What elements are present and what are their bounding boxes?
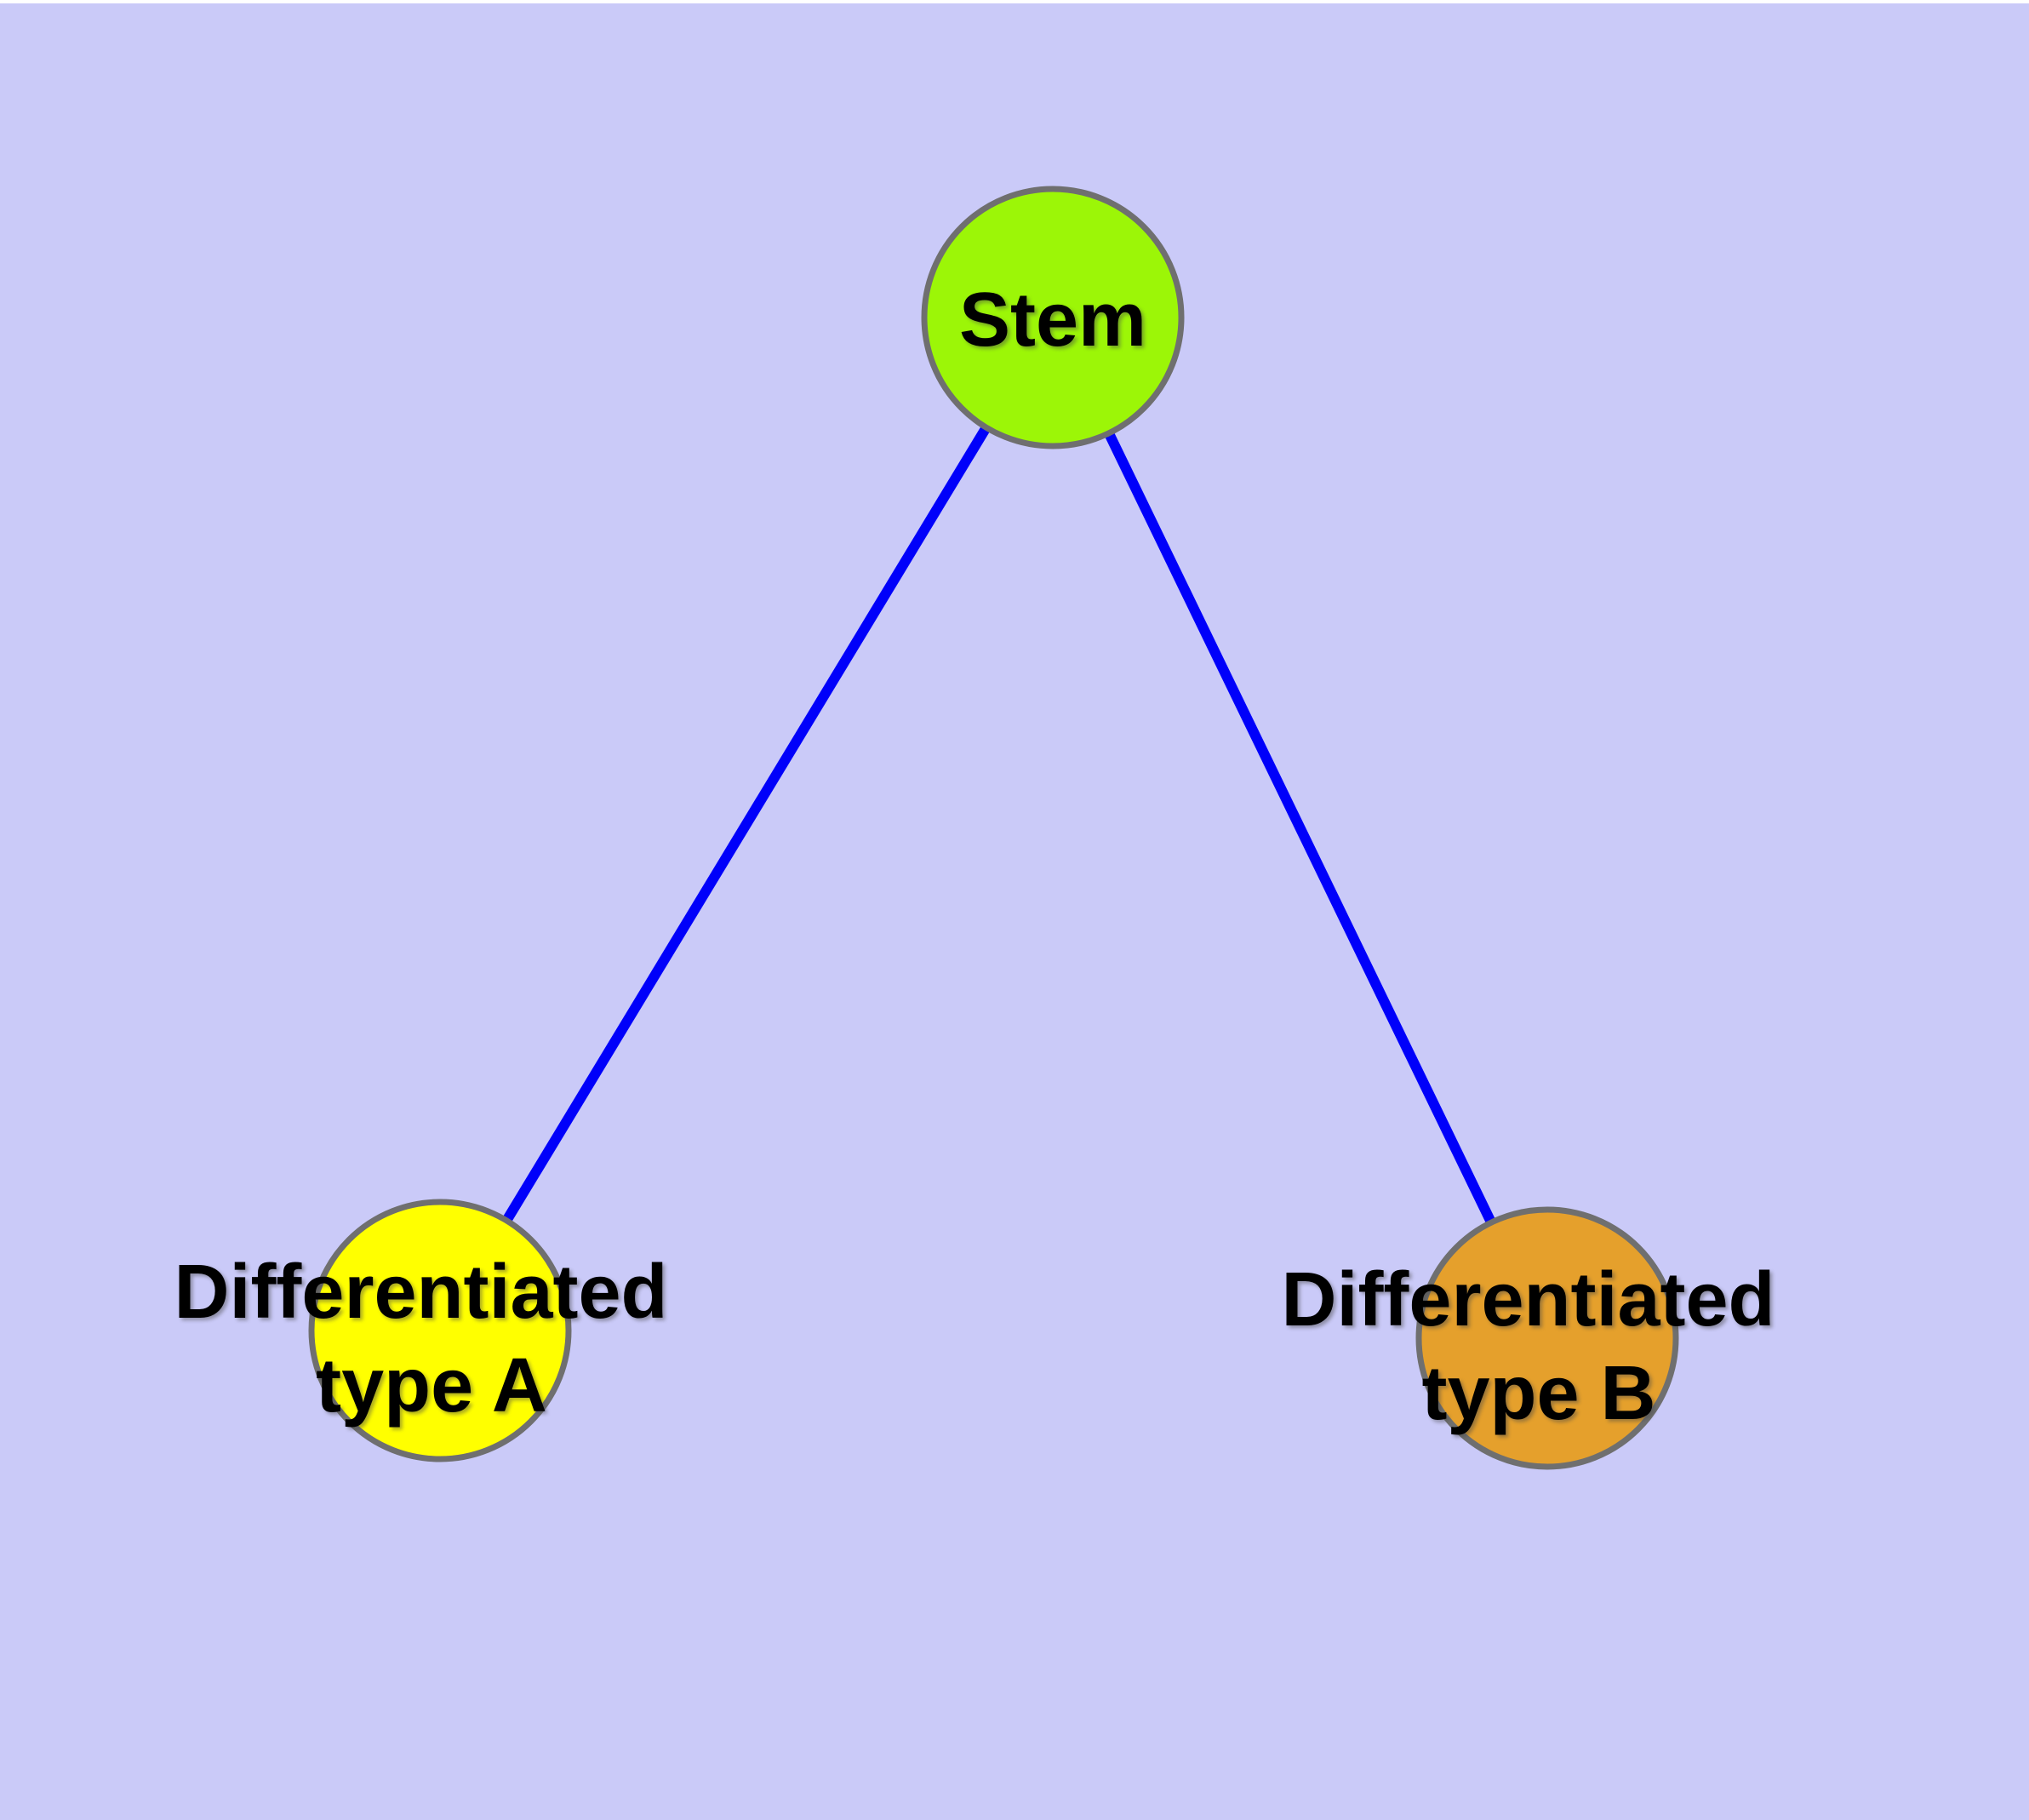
node-stem: Stem xyxy=(921,186,1185,449)
node-type-b-label: Differentiated type B xyxy=(1281,1257,1796,1436)
node-type-a-label-line2: type A xyxy=(316,1343,547,1428)
node-type-a-circle xyxy=(308,1199,572,1462)
node-type-b: Differentiated type B xyxy=(1281,1206,1796,1470)
node-stem-circle xyxy=(921,186,1185,449)
node-type-a-label-line1: Differentiated xyxy=(174,1250,667,1335)
node-type-b-circle xyxy=(1415,1206,1679,1470)
top-margin xyxy=(0,0,2029,3)
node-type-b-label-line2: type B xyxy=(1421,1351,1655,1436)
node-stem-label: Stem xyxy=(959,278,1146,363)
edge-stem-to-type-a xyxy=(435,314,1058,1334)
edges xyxy=(435,314,1552,1341)
edge-stem-to-type-b xyxy=(1048,315,1552,1341)
node-type-b-label-line1: Differentiated xyxy=(1281,1257,1775,1342)
node-type-a: Differentiated type A xyxy=(174,1199,689,1462)
node-type-a-label: Differentiated type A xyxy=(174,1250,689,1428)
